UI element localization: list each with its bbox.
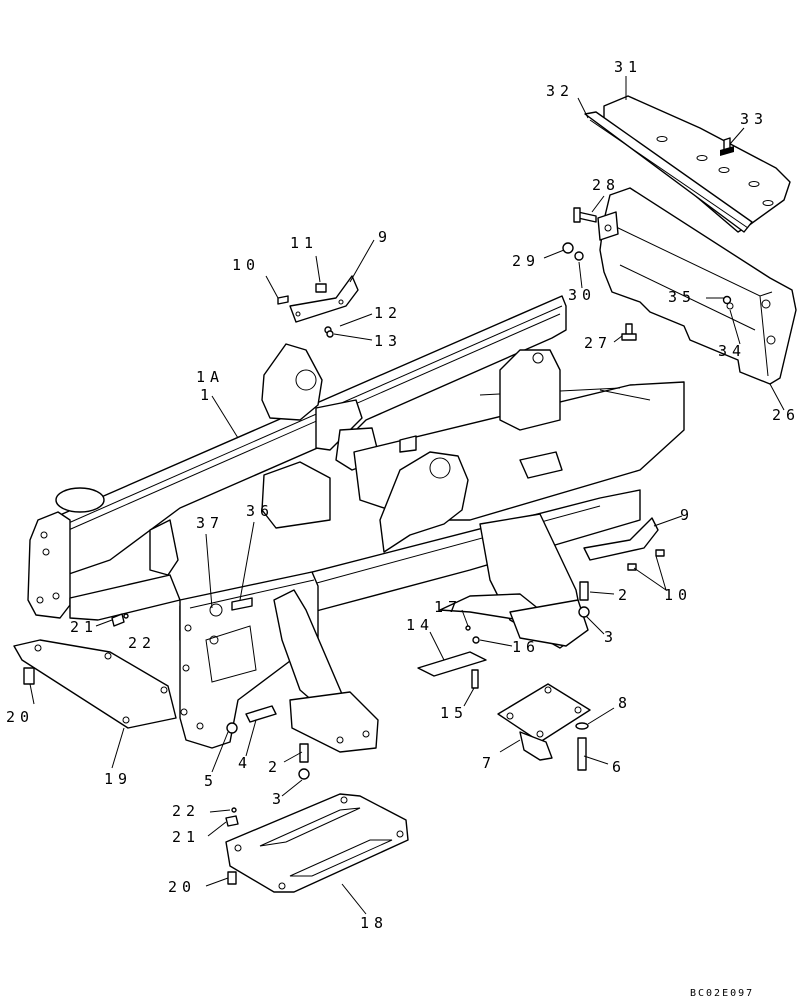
- callout-35: 35: [668, 288, 696, 306]
- rear-guard-plate: [584, 95, 791, 233]
- callout-2-lower: 2: [268, 758, 282, 776]
- bracket-fasteners: [562, 207, 732, 341]
- drawing-code: BC02E097: [690, 988, 754, 999]
- callout-15: 15: [440, 704, 468, 722]
- callout-19: 19: [104, 770, 132, 788]
- callout-16: 16: [512, 638, 540, 656]
- callout-18: 18: [360, 914, 388, 932]
- left-skid-plate: [13, 613, 177, 729]
- callout-22-upper: 22: [128, 634, 156, 652]
- upper-bracket: [277, 275, 359, 338]
- callout-21-lower: 21: [172, 828, 200, 846]
- callout-20-lower: 20: [168, 878, 196, 896]
- callout-27: 27: [584, 334, 612, 352]
- callout-9-lower: 9: [680, 506, 694, 524]
- callout-28: 28: [592, 176, 620, 194]
- callout-31: 31: [614, 58, 642, 76]
- callout-10-lower: 10: [664, 586, 692, 604]
- callout-33: 33: [740, 110, 768, 128]
- callout-26: 26: [772, 406, 800, 424]
- callout-7: 7: [482, 754, 496, 772]
- callout-10-upper: 10: [232, 256, 260, 274]
- callout-labels: 31 32 33 28 29 30 35 34 27 26 11 9 10 12…: [6, 58, 800, 932]
- callout-11: 11: [290, 234, 318, 252]
- callout-13: 13: [374, 332, 402, 350]
- callout-37: 37: [196, 514, 224, 532]
- callout-5: 5: [204, 772, 218, 790]
- callout-12: 12: [374, 304, 402, 322]
- callout-8: 8: [618, 694, 632, 712]
- lower-right-bracket: [583, 517, 665, 571]
- callout-6: 6: [612, 758, 626, 776]
- callout-2-upper: 2: [618, 586, 632, 604]
- callout-34: 34: [718, 342, 746, 360]
- callout-32: 32: [546, 82, 574, 100]
- callout-4: 4: [238, 754, 252, 772]
- callout-1A: 1A: [196, 368, 224, 386]
- callout-20-upper: 20: [6, 708, 34, 726]
- callout-17: 17: [434, 598, 462, 616]
- leader-lines: [29, 76, 785, 915]
- rear-counterweight-bracket: [597, 187, 797, 385]
- front-end-housing: [179, 571, 379, 753]
- callout-1: 1: [200, 386, 214, 404]
- callout-36: 36: [246, 502, 274, 520]
- callout-9-upper: 9: [378, 228, 392, 246]
- callout-21-upper: 21: [70, 618, 98, 636]
- center-small-parts: [417, 581, 590, 689]
- callout-3-upper: 3: [604, 628, 618, 646]
- callout-3-lower: 3: [272, 790, 286, 808]
- callout-30: 30: [568, 286, 596, 304]
- callout-29: 29: [512, 252, 540, 270]
- floor-plate: [225, 743, 409, 893]
- support-plate: [497, 683, 591, 771]
- callout-22-lower: 22: [172, 802, 200, 820]
- callout-14: 14: [406, 616, 434, 634]
